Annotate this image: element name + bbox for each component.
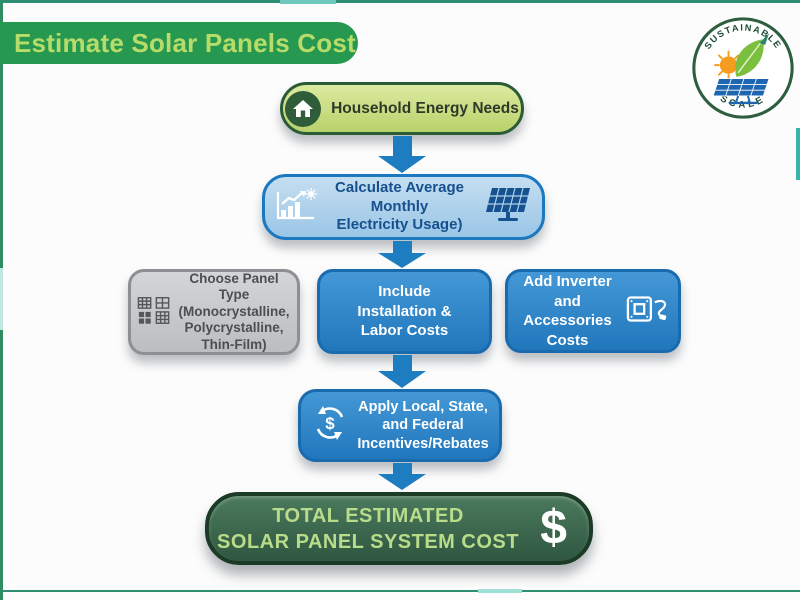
sustainable-scale-logo: SUSTAINABLE SCALE <box>690 15 796 121</box>
node-incentives-rebates: $ Apply Local, State, and Federal Incent… <box>298 389 502 462</box>
frame-border-top-accent <box>280 0 336 4</box>
node-label: TOTAL ESTIMATED SOLAR PANEL SYSTEM COST <box>217 504 519 553</box>
total-dollar-sign: $ <box>540 500 567 554</box>
node-total-estimated-cost: TOTAL ESTIMATED SOLAR PANEL SYSTEM COST … <box>205 492 593 565</box>
node-label: Add Inverter and Accessories Costs <box>523 273 612 349</box>
node-label: Include Installation & Labor Costs <box>357 283 452 340</box>
flow-arrow-down-icon <box>378 241 426 268</box>
node-label: Apply Local, State, and Federal Incentiv… <box>357 399 489 452</box>
flow-arrow-down-icon <box>378 355 426 388</box>
node-label: Calculate Average Monthly Electricity Us… <box>335 178 464 234</box>
node-choose-panel-type: Choose Panel Type (Monocrystalline, Poly… <box>128 269 300 355</box>
node-installation-labor-costs: Include Installation & Labor Costs <box>317 269 492 354</box>
home-icon <box>285 90 322 127</box>
node-calculate-monthly-usage: Calculate Average Monthly Electricity Us… <box>262 174 545 240</box>
chart-growth-icon <box>273 187 318 227</box>
logo-solar-panel-icon <box>712 78 770 105</box>
frame-border-bottom <box>0 590 800 592</box>
inverter-plug-icon <box>626 294 670 329</box>
sustainable-scale-logo-icon: SUSTAINABLE SCALE <box>692 17 794 119</box>
node-inverter-accessories-costs: Add Inverter and Accessories Costs <box>505 269 681 353</box>
flow-arrow-down-icon <box>378 463 426 490</box>
logo-leaf-icon <box>735 33 770 77</box>
solar-panel-icon <box>482 185 534 230</box>
logo-sun-icon <box>714 50 740 80</box>
frame-border-top <box>0 0 800 3</box>
page-title-banner: Estimate Solar Panels Cost <box>0 22 358 64</box>
dollar-cycle-icon: $ <box>311 404 349 447</box>
dollar-glyph: $ <box>326 414 336 433</box>
flow-arrow-down-icon <box>378 136 426 173</box>
node-label: Household Energy Needs <box>331 99 519 117</box>
node-label: Choose Panel Type (Monocrystalline, Poly… <box>178 270 290 352</box>
page-title: Estimate Solar Panels Cost <box>14 27 356 58</box>
panel-types-icon <box>137 293 171 332</box>
frame-border-left-accent <box>0 268 3 330</box>
frame-border-bottom-accent <box>478 589 522 593</box>
frame-border-right-accent <box>796 128 800 180</box>
node-household-energy-needs: Household Energy Needs <box>280 82 524 135</box>
